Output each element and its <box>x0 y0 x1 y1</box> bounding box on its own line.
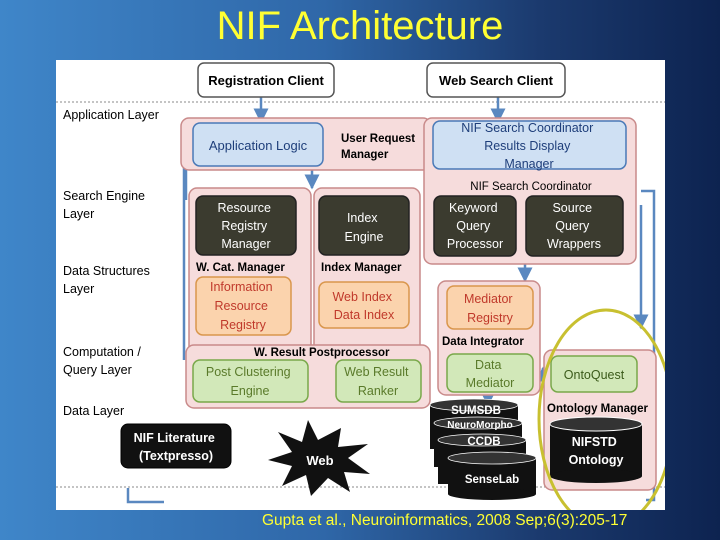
ontoquest-box <box>550 355 638 393</box>
arrow-literature-feedback <box>126 488 164 504</box>
application-logic-label: Application Logic <box>209 138 308 153</box>
nif-literature-box <box>120 423 232 469</box>
nifstd-ontology-label: NIFSTD Ontology <box>569 435 624 467</box>
web-result-ranker-label: Web Result Ranker <box>344 365 412 398</box>
keyword-query-processor-label: Keyword Query Processor <box>447 201 503 251</box>
index-engine-label: Index Engine <box>345 211 384 244</box>
information-resource-registry-label: Information Resource Registry <box>210 280 276 332</box>
layer-label-data-structures: Data Structures Layer <box>63 264 153 296</box>
database-ccdb-label: CCDB <box>467 436 500 448</box>
mediator-registry-box <box>446 285 534 330</box>
ontoquest-label: OntoQuest <box>564 368 625 382</box>
source-query-wrappers-box <box>525 195 624 257</box>
ontology-manager-label: Ontology Manager <box>547 403 648 415</box>
slide-title: NIF Architecture <box>216 4 504 48</box>
web-result-ranker-box <box>335 359 422 403</box>
registration-client-box <box>197 62 335 98</box>
layer-label-search-engine: Search Engine Layer <box>63 189 149 221</box>
mediator-registry-label: Mediator Registry <box>464 292 516 325</box>
database-senselab-label: SenseLab <box>465 474 519 486</box>
data-mediator-box <box>446 353 534 393</box>
application-logic-box <box>192 122 324 167</box>
nif-search-coordinator-label: NIF Search Coordinator <box>470 181 592 193</box>
citation: Gupta et al., Neuroinformatics, 2008 Sep… <box>262 512 628 529</box>
data-integrator-label: Data Integrator <box>442 336 524 348</box>
information-resource-registry-box <box>195 276 292 336</box>
layer-label-application: Application Layer <box>63 108 159 122</box>
w-cat-manager-label: W. Cat. Manager <box>196 262 285 274</box>
database-neuromorpho-label: NeuroMorpho <box>447 420 513 431</box>
web-search-client-label: Web Search Client <box>439 73 554 88</box>
web-search-client-box <box>426 62 566 98</box>
post-clustering-engine-box <box>192 359 309 403</box>
keyword-query-processor-box <box>433 195 517 257</box>
nifstd-ontology-cylinder <box>549 416 643 483</box>
layer-label-data: Data Layer <box>63 404 124 418</box>
w-result-postprocessor-label: W. Result Postprocessor <box>254 347 390 359</box>
post-clustering-engine-label: Post Clustering Engine <box>206 365 294 398</box>
web-label: Web <box>306 453 333 468</box>
web-index-label: Web Index Data Index <box>332 290 395 322</box>
resource-registry-manager-box <box>195 195 297 256</box>
database-sumsdb-label: SUMSDB <box>451 405 501 417</box>
resource-registry-manager-label: Resource Registry Manager <box>218 201 275 251</box>
results-display-manager-label: NIF Search Coordinator Results Display M… <box>461 121 597 171</box>
user-request-manager-label: User Request Manager <box>341 133 418 161</box>
layer-label-computation: Computation / Query Layer <box>63 345 144 377</box>
results-display-manager-box <box>432 120 627 170</box>
index-manager-label: Index Manager <box>321 262 402 274</box>
web-starburst <box>268 420 370 496</box>
data-mediator-label: Data Mediator <box>466 358 515 390</box>
index-engine-box <box>318 195 410 256</box>
web-index-box <box>318 281 410 329</box>
database-stack <box>429 398 537 500</box>
nif-literature-label: NIF Literature (Textpresso) <box>134 431 219 463</box>
source-query-wrappers-label: Source Query Wrappers <box>547 201 601 251</box>
registration-client-label: Registration Client <box>208 73 324 88</box>
architecture-diagram: Application Layer Search Engine Layer Da… <box>56 60 675 530</box>
